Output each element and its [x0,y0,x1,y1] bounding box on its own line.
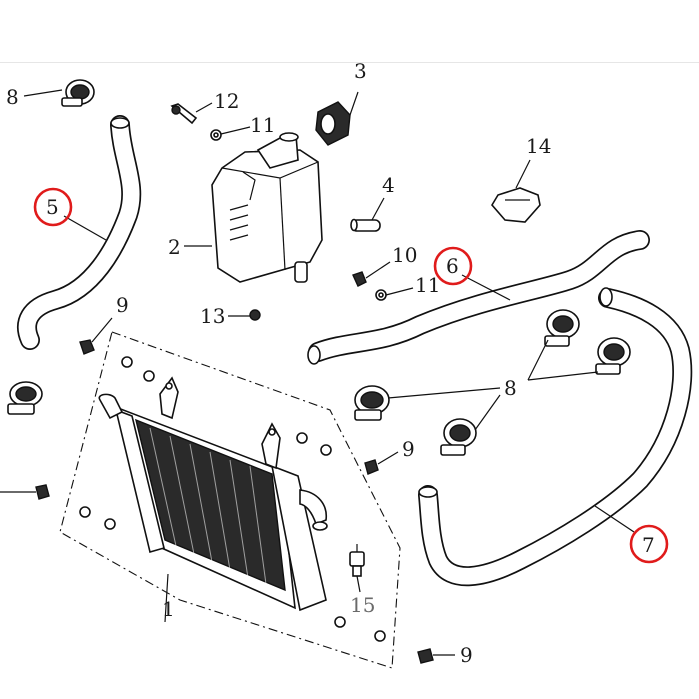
part-label-11-lower: 11 [415,273,440,297]
bolt-9-a[interactable] [79,317,113,355]
part-label-2: 2 [168,235,181,259]
hose-5[interactable] [17,115,142,350]
part-label-15: 15 [350,593,375,617]
highlight-circle-5 [33,187,73,227]
part-label-9-c: 9 [460,643,473,667]
part-label-8-top: 8 [6,85,19,109]
pipe-4[interactable] [350,197,385,232]
part-label-11-upper: 11 [250,113,275,137]
bolt-9-c[interactable] [417,648,455,664]
part-label-9-b: 9 [402,437,415,461]
bolt-12[interactable] [170,102,213,125]
header-divider [0,62,699,63]
hose-6[interactable] [307,230,650,365]
part-label-8-right: 8 [504,376,517,400]
part-label-14: 14 [526,134,551,158]
leader-lines [63,215,635,533]
part-label-10: 10 [392,243,417,267]
clamp-8-mid-left[interactable] [354,385,390,421]
cap-3[interactable] [315,91,359,146]
part-label-5: 5 [46,195,59,219]
bolt-10[interactable] [352,261,391,287]
bracket-14[interactable] [491,159,541,223]
bolt-9-b[interactable] [364,451,399,475]
part-label-6: 6 [446,254,459,278]
radiator-1[interactable] [59,331,401,669]
clamp-8-left[interactable] [7,381,43,415]
part-label-9-a: 9 [116,293,129,317]
part-label-1: 1 [162,597,175,621]
washer-11-upper[interactable] [210,126,251,141]
nut-13[interactable] [228,309,261,321]
reservoir-tank-2[interactable] [211,132,323,283]
clamp-8-right[interactable] [595,337,631,375]
bolt-left-edge[interactable] [0,484,50,500]
part-label-12: 12 [214,89,239,113]
highlight-circle-7 [629,524,669,564]
highlight-circle-6 [433,246,473,286]
clamp-8-top[interactable] [23,79,95,107]
hose-7[interactable] [418,287,693,587]
clamp-8-right-top[interactable] [544,309,580,347]
sensor-15[interactable] [349,544,365,593]
clamp-leaders [387,339,599,431]
part-label-3: 3 [354,59,367,83]
part-label-7: 7 [642,533,655,557]
part-label-13: 13 [200,304,225,328]
washer-11-lower[interactable] [375,287,414,301]
clamp-8-mid-lower[interactable] [440,418,477,456]
part-label-4: 4 [382,173,395,197]
